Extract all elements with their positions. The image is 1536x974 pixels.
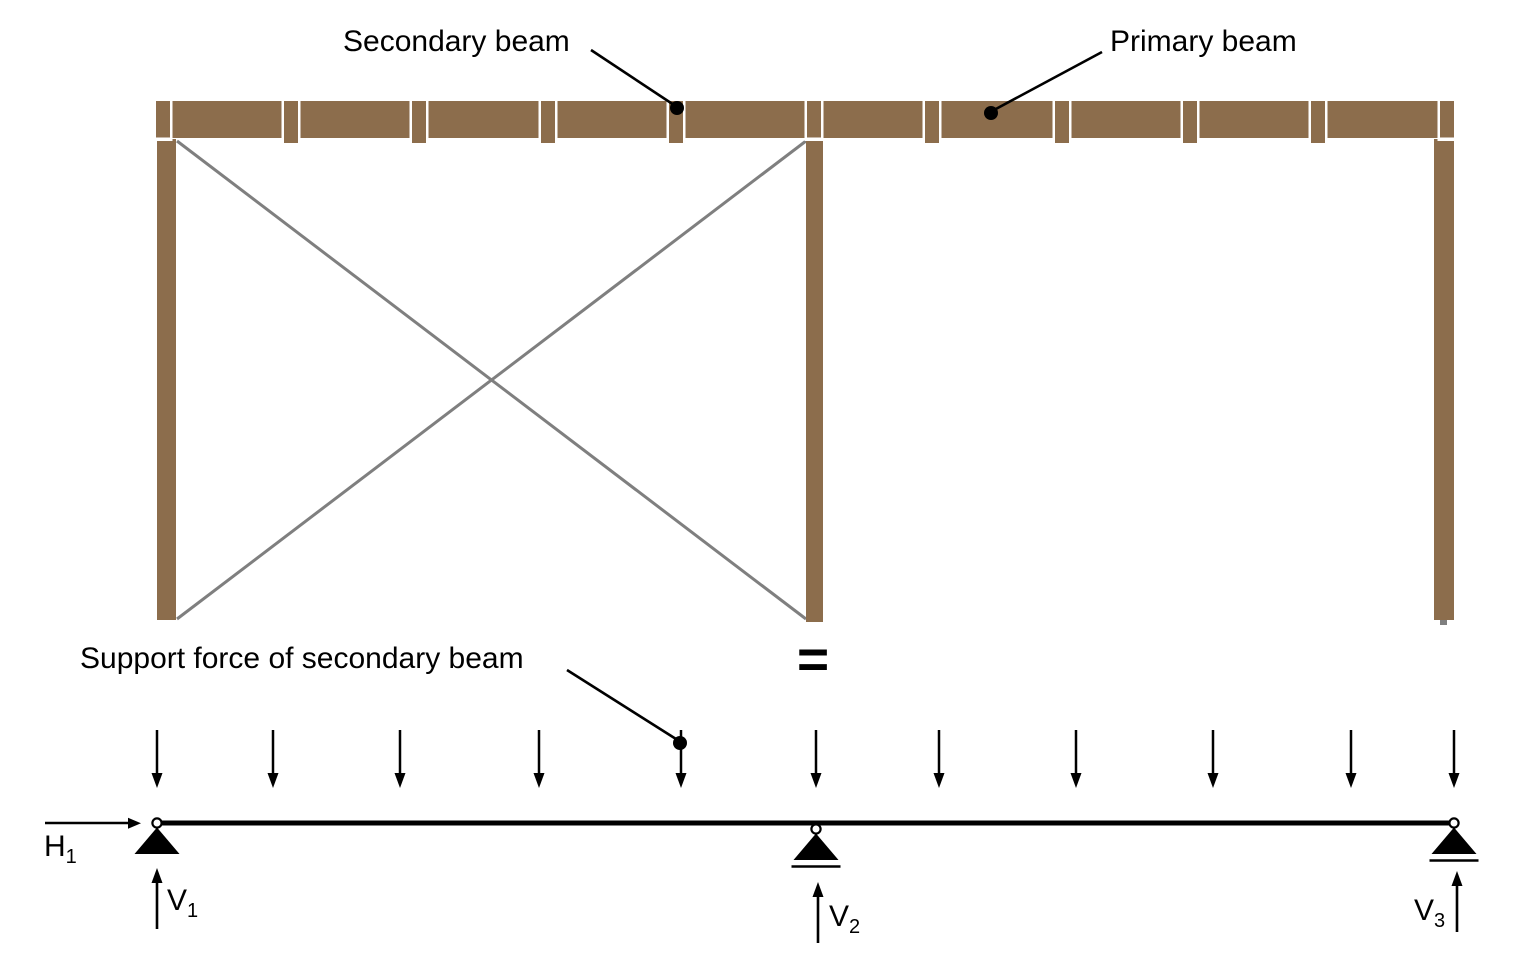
h1-label: H1 [44,830,77,867]
v3-arrow-head [1451,871,1463,886]
frame-elevation [153,101,1457,622]
v3-label-base: V [1414,894,1435,927]
secondary-beam-leader-line [590,48,675,107]
load-arrow-head [675,773,687,788]
support-3-hinge-circle [1448,817,1460,829]
h1-arrow-head [128,817,141,829]
v3-label: V3 [1414,894,1445,931]
beam-model [134,730,1479,868]
load-arrow-head [533,773,545,788]
support-1-triangle [134,827,180,854]
frame-column-2 [806,139,823,622]
secondary-beam-section [807,101,821,138]
load-arrow-head [394,773,406,788]
v2-reaction-arrow [812,882,824,943]
frame-column-3 [1434,139,1454,620]
secondary-beam-section [284,101,298,143]
h1-label-base: H [44,830,66,863]
support-2-triangle [793,833,839,860]
secondary-beam-leader-dot [670,101,684,115]
load-arrow-head [810,773,822,788]
v2-arrow-head [812,882,824,897]
equals-sign: = [796,628,830,690]
v2-label-base: V [829,900,850,933]
secondary-beam-section [1055,101,1069,143]
secondary-beam-section [1311,101,1325,143]
v3-reaction-arrow [1451,871,1463,932]
support-force-label: Support force of secondary beam [80,642,524,675]
h1-label-sub: 1 [65,846,77,868]
beam-model-overlay [45,817,1463,943]
v1-label: V1 [167,884,198,921]
secondary-beam-section [541,101,555,143]
v1-arrow-head [151,868,163,883]
primary-beam-leader-line [993,50,1103,112]
support-3-triangle [1431,827,1477,854]
h1-reaction-arrow [45,817,141,829]
x-brace-diagonal-2 [176,139,807,621]
load-arrow-head [1448,773,1460,788]
secondary-beam-section [156,101,170,138]
support-force-leader-dot [673,736,687,750]
support-1-hinge-circle [151,817,163,829]
secondary-beam-section [1183,101,1197,143]
v1-label-base: V [167,884,188,917]
load-arrow-head [1345,773,1357,788]
v2-label-sub: 2 [849,916,861,938]
load-arrow-head [151,773,163,788]
v3-label-sub: 3 [1434,910,1446,932]
annotation-leaders [566,48,1103,750]
frame-column-1 [157,139,176,620]
v1-label-sub: 1 [187,900,199,922]
v1-reaction-arrow [151,868,163,929]
secondary-beam-section [412,101,426,143]
load-arrow-head [267,773,279,788]
x-brace [176,139,807,621]
column-base-mark [1440,620,1447,625]
secondary-beam-section [1440,101,1454,138]
support-force-leader-line [566,668,677,741]
primary-beam-leader-dot [984,106,998,120]
primary-beam-label: Primary beam [1110,25,1297,58]
load-arrow-head [1207,773,1219,788]
load-arrow-head [933,773,945,788]
secondary-beam-label: Secondary beam [343,25,570,58]
load-arrow-head [1070,773,1082,788]
v2-label: V2 [829,900,860,937]
support-2-hinge-circle [810,823,822,835]
secondary-beam-section [925,101,939,143]
